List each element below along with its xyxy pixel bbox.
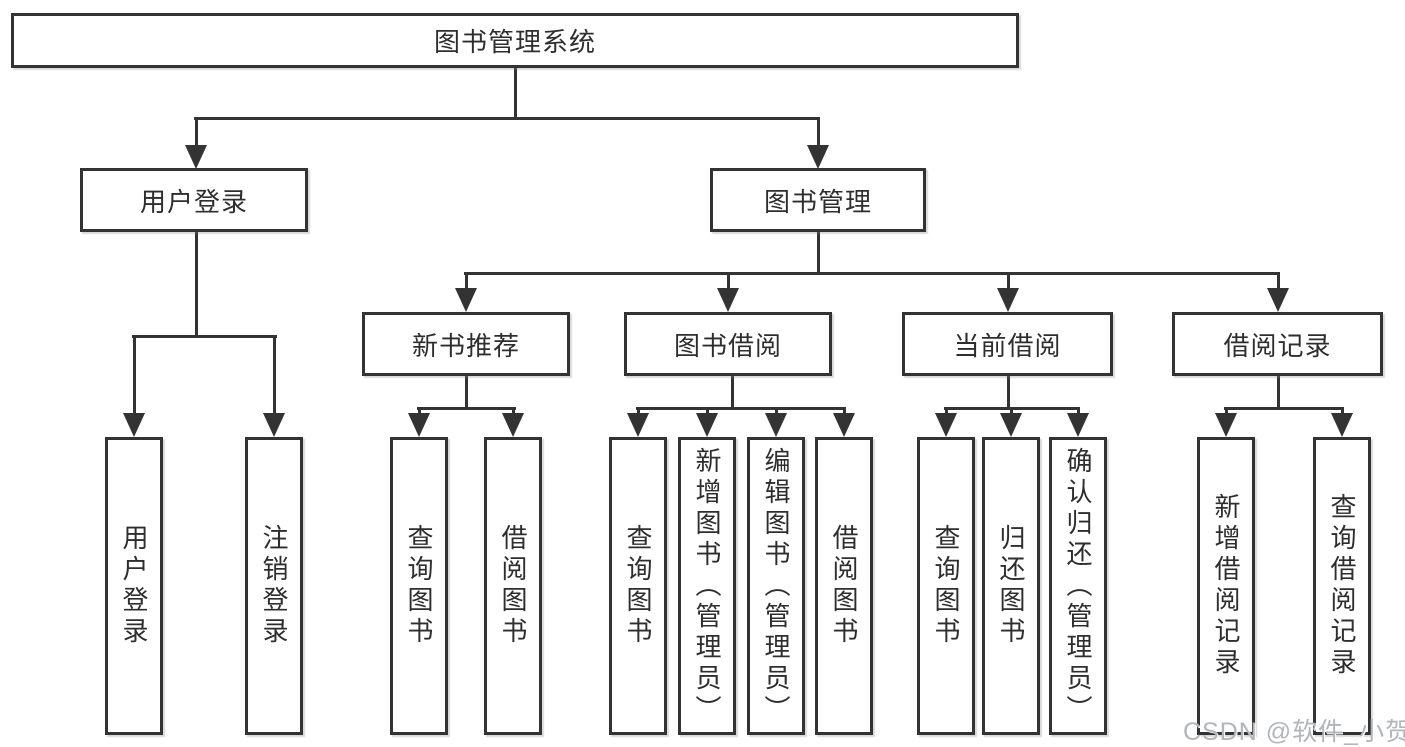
node-new-book-recommendation: 新书推荐 <box>362 312 570 376</box>
leaf-return-books: 归还图书 <box>982 437 1040 735</box>
node-current-borrowing: 当前借阅 <box>902 312 1113 376</box>
leaf-add-borrow-record: 新增借阅记录 <box>1197 437 1255 735</box>
node-borrowing-records: 借阅记录 <box>1172 312 1383 376</box>
arrow-down-icon <box>997 288 1019 312</box>
connector-l3-stem <box>1007 272 1010 290</box>
csdn-watermark: CSDN @软件_小贺同学 <box>1183 718 1405 746</box>
connector-g5-stem <box>1341 407 1344 415</box>
connector-l2-stem-right <box>817 117 820 147</box>
connector-g2-stem <box>418 407 421 415</box>
connector-g5-stem <box>1225 407 1228 415</box>
arrow-down-icon <box>455 288 477 312</box>
leaf-borrow-books-borrowing: 借阅图书 <box>815 437 873 735</box>
connector-g4-stem <box>945 407 948 415</box>
leaf-query-books-borrowing: 查询图书 <box>609 437 667 735</box>
arrow-down-icon <box>1267 288 1289 312</box>
leaf-logout: 注销登录 <box>245 437 303 735</box>
leaf-add-book-admin: 新增图书（管理员） <box>678 437 736 735</box>
leaf-borrow-books-recommend: 借阅图书 <box>484 437 542 735</box>
connector-g3-stem <box>637 407 640 415</box>
leaf-user-login: 用户登录 <box>105 437 163 735</box>
node-book-borrowing: 图书借阅 <box>624 312 832 376</box>
leaf-query-books-recommend: 查询图书 <box>390 437 448 735</box>
arrow-down-icon <box>502 413 524 437</box>
connector-g5-branch <box>1224 407 1344 410</box>
connector-g4-drop <box>1007 375 1010 409</box>
leaf-query-books-current: 查询图书 <box>917 437 975 735</box>
arrow-down-icon <box>935 413 957 437</box>
connector-l2-stem-left <box>195 117 198 147</box>
arrow-down-icon <box>1000 413 1022 437</box>
connector-g2-stem <box>512 407 515 415</box>
connector-g2-drop <box>465 375 468 409</box>
connector-l2-branch <box>194 117 820 120</box>
connector-g4-stem <box>1010 407 1013 415</box>
arrow-down-icon <box>833 413 855 437</box>
arrow-down-icon <box>765 413 787 437</box>
connector-l3-stem <box>727 272 730 290</box>
arrow-down-icon <box>185 145 207 169</box>
connector-g1-branch <box>132 335 277 338</box>
node-library-management-system: 图书管理系统 <box>11 13 1019 68</box>
connector-g3-drop <box>731 375 734 409</box>
node-user-login: 用户登录 <box>80 168 308 232</box>
connector-l3-stem <box>465 272 468 290</box>
connector-g3-stem <box>706 407 709 415</box>
connector-g1-stem <box>133 335 136 415</box>
connector-root-drop <box>514 67 517 119</box>
connector-l3-stem <box>1277 272 1280 290</box>
connector-g5-drop <box>1277 375 1280 409</box>
arrow-down-icon <box>807 145 829 169</box>
connector-g3-stem <box>775 407 778 415</box>
connector-g3-stem <box>843 407 846 415</box>
arrow-down-icon <box>1215 413 1237 437</box>
connector-l3-branch <box>464 272 1280 275</box>
arrow-down-icon <box>717 288 739 312</box>
arrow-down-icon <box>1067 413 1089 437</box>
leaf-confirm-return-admin: 确认归还（管理员） <box>1049 437 1107 735</box>
arrow-down-icon <box>627 413 649 437</box>
arrow-down-icon <box>263 413 285 437</box>
connector-g1-stem <box>273 335 276 415</box>
connector-bm-drop <box>817 231 820 273</box>
connector-g3-branch <box>636 407 846 410</box>
connector-g1-drop <box>195 231 198 337</box>
connector-g4-stem <box>1077 407 1080 415</box>
node-book-management: 图书管理 <box>710 168 926 232</box>
arrow-down-icon <box>123 413 145 437</box>
connector-g2-branch <box>417 407 516 410</box>
arrow-down-icon <box>1331 413 1353 437</box>
leaf-query-borrow-record: 查询借阅记录 <box>1313 437 1371 735</box>
leaf-edit-book-admin: 编辑图书（管理员） <box>747 437 805 735</box>
arrow-down-icon <box>696 413 718 437</box>
arrow-down-icon <box>408 413 430 437</box>
